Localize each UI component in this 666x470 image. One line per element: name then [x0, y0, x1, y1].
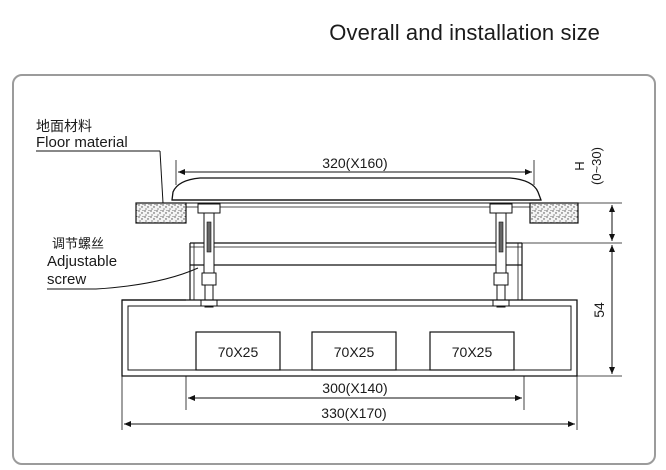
floor-material-en-label: Floor material — [36, 134, 128, 151]
screw-en-label-2: screw — [47, 271, 86, 288]
diagram-title: Overall and installation size — [329, 20, 600, 45]
opening-label-3: 70X25 — [452, 344, 493, 360]
body-height-label: 54 — [591, 302, 607, 318]
floor-block-left — [135, 202, 187, 224]
inner-width-label: 300(X140) — [322, 380, 387, 396]
screw-cn-label: 调节螺丝 — [52, 236, 104, 251]
top-width-label: 320(X160) — [322, 155, 387, 171]
height-adjust-range: (0~30) — [589, 147, 604, 185]
opening-label-1: 70X25 — [218, 344, 259, 360]
opening-label-2: 70X25 — [334, 344, 375, 360]
adjustable-screw-right — [489, 203, 513, 308]
floor-material-cn-label: 地面材料 — [36, 118, 92, 134]
adjustable-screw-left — [197, 203, 221, 308]
screw-leader — [47, 267, 199, 290]
height-adjust-symbol: H — [572, 161, 587, 170]
cover-plate — [171, 177, 542, 201]
outer-width-label: 330(X170) — [321, 405, 386, 421]
screw-en-label-1: Adjustable — [47, 253, 117, 270]
openings: 70X25 70X25 70X25 — [195, 331, 515, 371]
floor-block-right — [529, 202, 579, 224]
diagram-frame — [12, 74, 656, 465]
